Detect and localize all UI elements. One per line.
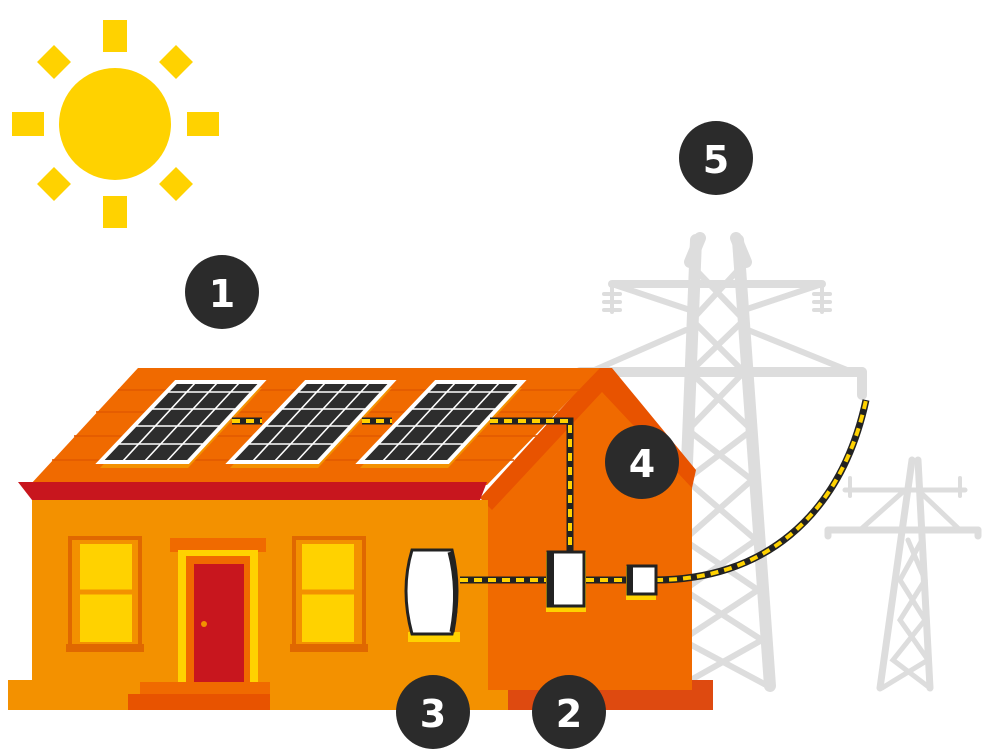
window-right (290, 536, 368, 652)
marker-5: 5 (679, 121, 753, 195)
solar-panel-3 (355, 380, 527, 468)
inverter-icon (546, 550, 586, 612)
marker-1-label: 1 (209, 272, 235, 316)
marker-3: 3 (396, 675, 470, 749)
front-door (128, 538, 270, 710)
marker-1: 1 (185, 255, 259, 329)
power-cables (232, 399, 870, 584)
battery-icon (404, 548, 460, 642)
marker-4: 4 (605, 425, 679, 499)
marker-3-label: 3 (420, 692, 446, 736)
window-left (66, 536, 144, 652)
marker-2: 2 (532, 675, 606, 749)
solar-panel-icon (95, 380, 527, 468)
solar-panel-1 (95, 380, 267, 468)
small-pylon-icon (824, 456, 982, 692)
marker-4-label: 4 (629, 442, 655, 486)
marker-2-label: 2 (556, 692, 582, 736)
marker-5-label: 5 (703, 138, 729, 182)
meter-icon (626, 564, 658, 600)
sun-icon (12, 20, 219, 228)
solar-panel-2 (225, 380, 397, 468)
